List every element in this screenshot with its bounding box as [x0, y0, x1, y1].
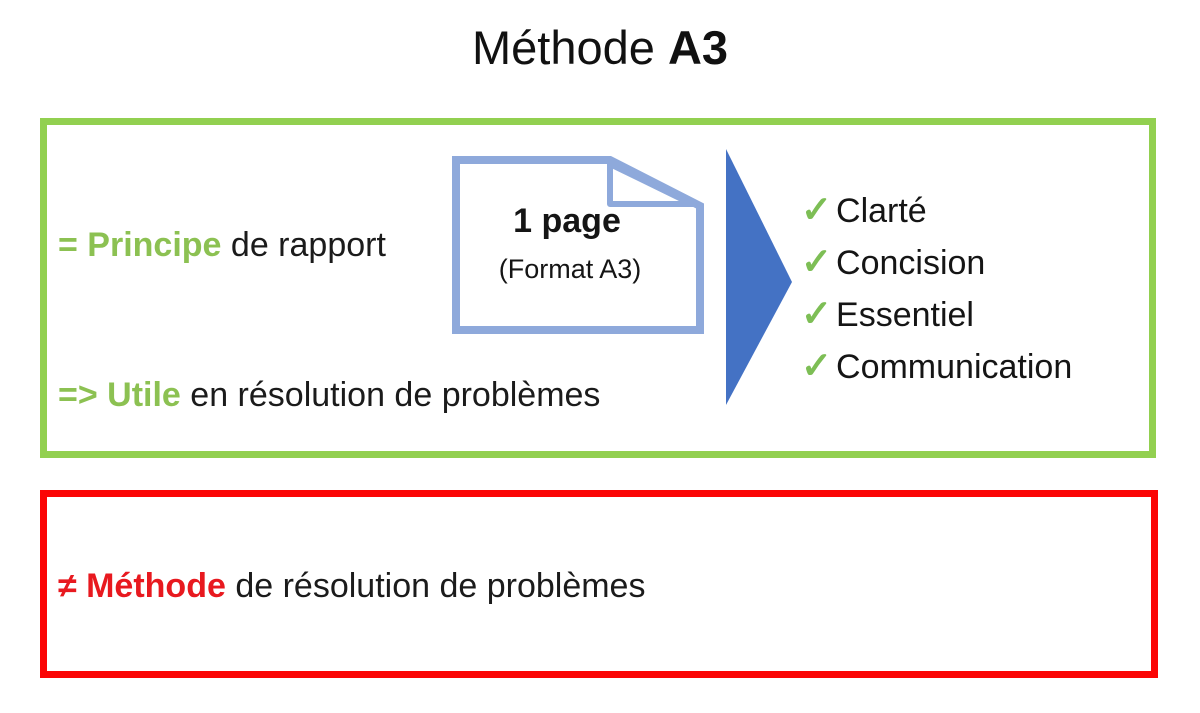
benefit-label: Clarté [836, 191, 927, 230]
list-item: ✓Clarté [801, 185, 1072, 237]
principle-panel [40, 118, 1156, 458]
list-item: ✓Essentiel [801, 289, 1072, 341]
title-emphasis: A3 [667, 21, 729, 74]
page-icon-title: 1 page [513, 202, 621, 240]
principle-line: = Principe de rapport [58, 225, 386, 265]
checkmark-icon: ✓ [801, 344, 833, 386]
right-arrow-icon [726, 148, 794, 406]
checkmark-icon: ✓ [801, 292, 833, 334]
methode-line: ≠ Méthode de résolution de problèmes [58, 566, 645, 606]
checkmark-icon: ✓ [801, 188, 833, 230]
document-page-icon-shape [452, 156, 704, 334]
checkmark-icon: ✓ [801, 240, 833, 282]
benefits-list: ✓Clarté ✓Concision ✓Essentiel ✓Communica… [801, 185, 1072, 393]
utile-line: => Utile en résolution de problèmes [58, 375, 600, 415]
methode-highlight: ≠ Méthode [58, 567, 226, 605]
methode-rest: de résolution de problèmes [225, 567, 646, 605]
benefit-label: Essentiel [836, 295, 974, 334]
principle-rest: de rapport [221, 226, 386, 264]
page-icon-subtitle: (Format A3) [498, 254, 642, 284]
title-text: Méthode [471, 21, 668, 74]
contrast-panel [40, 490, 1158, 678]
benefit-label: Communication [836, 347, 1073, 386]
benefit-label: Concision [836, 243, 986, 282]
page-title: Méthode A3 [0, 20, 1200, 75]
list-item: ✓Communication [801, 341, 1072, 393]
principle-highlight: = Principe [58, 226, 222, 264]
utile-highlight: => Utile [58, 376, 181, 414]
document-page-icon: 1 page (Format A3) [452, 156, 704, 334]
list-item: ✓Concision [801, 237, 1072, 289]
utile-rest: en résolution de problèmes [180, 376, 601, 414]
